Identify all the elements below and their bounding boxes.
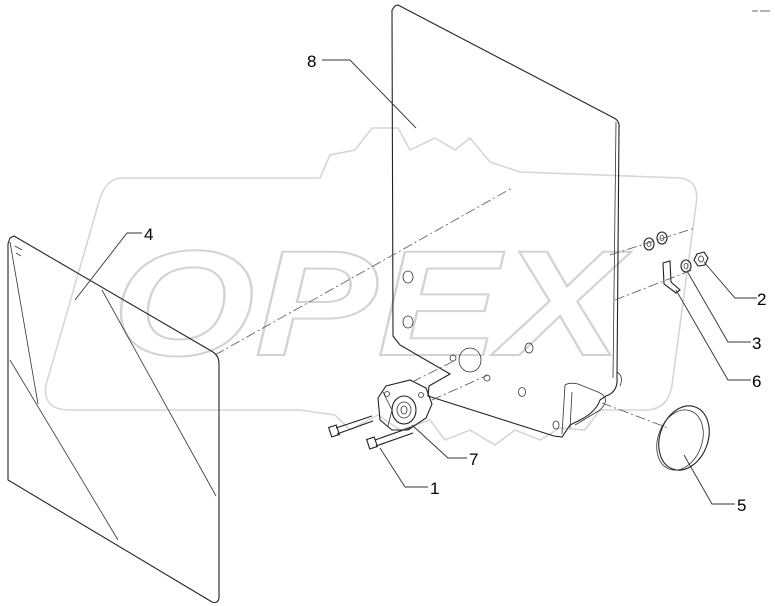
panel-hole	[449, 354, 457, 362]
leader-1	[379, 447, 428, 488]
panel-hole	[552, 420, 560, 430]
panel-hole	[402, 315, 414, 329]
leader-lines	[74, 59, 757, 505]
leader-2	[703, 261, 757, 299]
callout-7: 7	[469, 450, 478, 469]
callout-5: 5	[737, 496, 746, 515]
panel-hole-large	[458, 347, 482, 373]
part-3-washers	[643, 231, 692, 273]
part-6-bracket	[662, 260, 681, 294]
leader-6	[675, 289, 751, 381]
watermark-text: OPEX	[112, 219, 632, 387]
part-7-bearing-housing	[377, 379, 433, 431]
leader-5	[683, 454, 735, 505]
callout-6: 6	[752, 372, 761, 391]
part-5-cap	[656, 405, 710, 471]
watermark-gear-outline	[44, 127, 698, 446]
leader-3	[686, 270, 751, 343]
callout-4: 4	[144, 225, 153, 244]
part-2-nut	[693, 251, 709, 267]
part-8-panel	[391, 4, 622, 438]
part-4-sign-plate	[7, 235, 220, 604]
panel-hole	[402, 270, 414, 284]
opex-watermark: OPEX	[44, 127, 698, 446]
leader-4	[74, 232, 142, 301]
leader-7	[411, 424, 467, 459]
panel-hole	[524, 342, 534, 354]
callout-3: 3	[752, 334, 761, 353]
assembly-centerlines	[214, 187, 696, 429]
callout-labels: 8 4 2 3 6 5 7 1	[144, 52, 766, 515]
panel-hole	[518, 387, 526, 397]
callout-2: 2	[757, 290, 766, 309]
callout-8: 8	[307, 52, 316, 71]
part-1-bolts	[327, 415, 414, 450]
watermark-letters: OPEX	[111, 218, 633, 388]
panel-hole	[483, 374, 491, 382]
callout-1: 1	[430, 479, 439, 498]
leader-8	[322, 59, 417, 129]
